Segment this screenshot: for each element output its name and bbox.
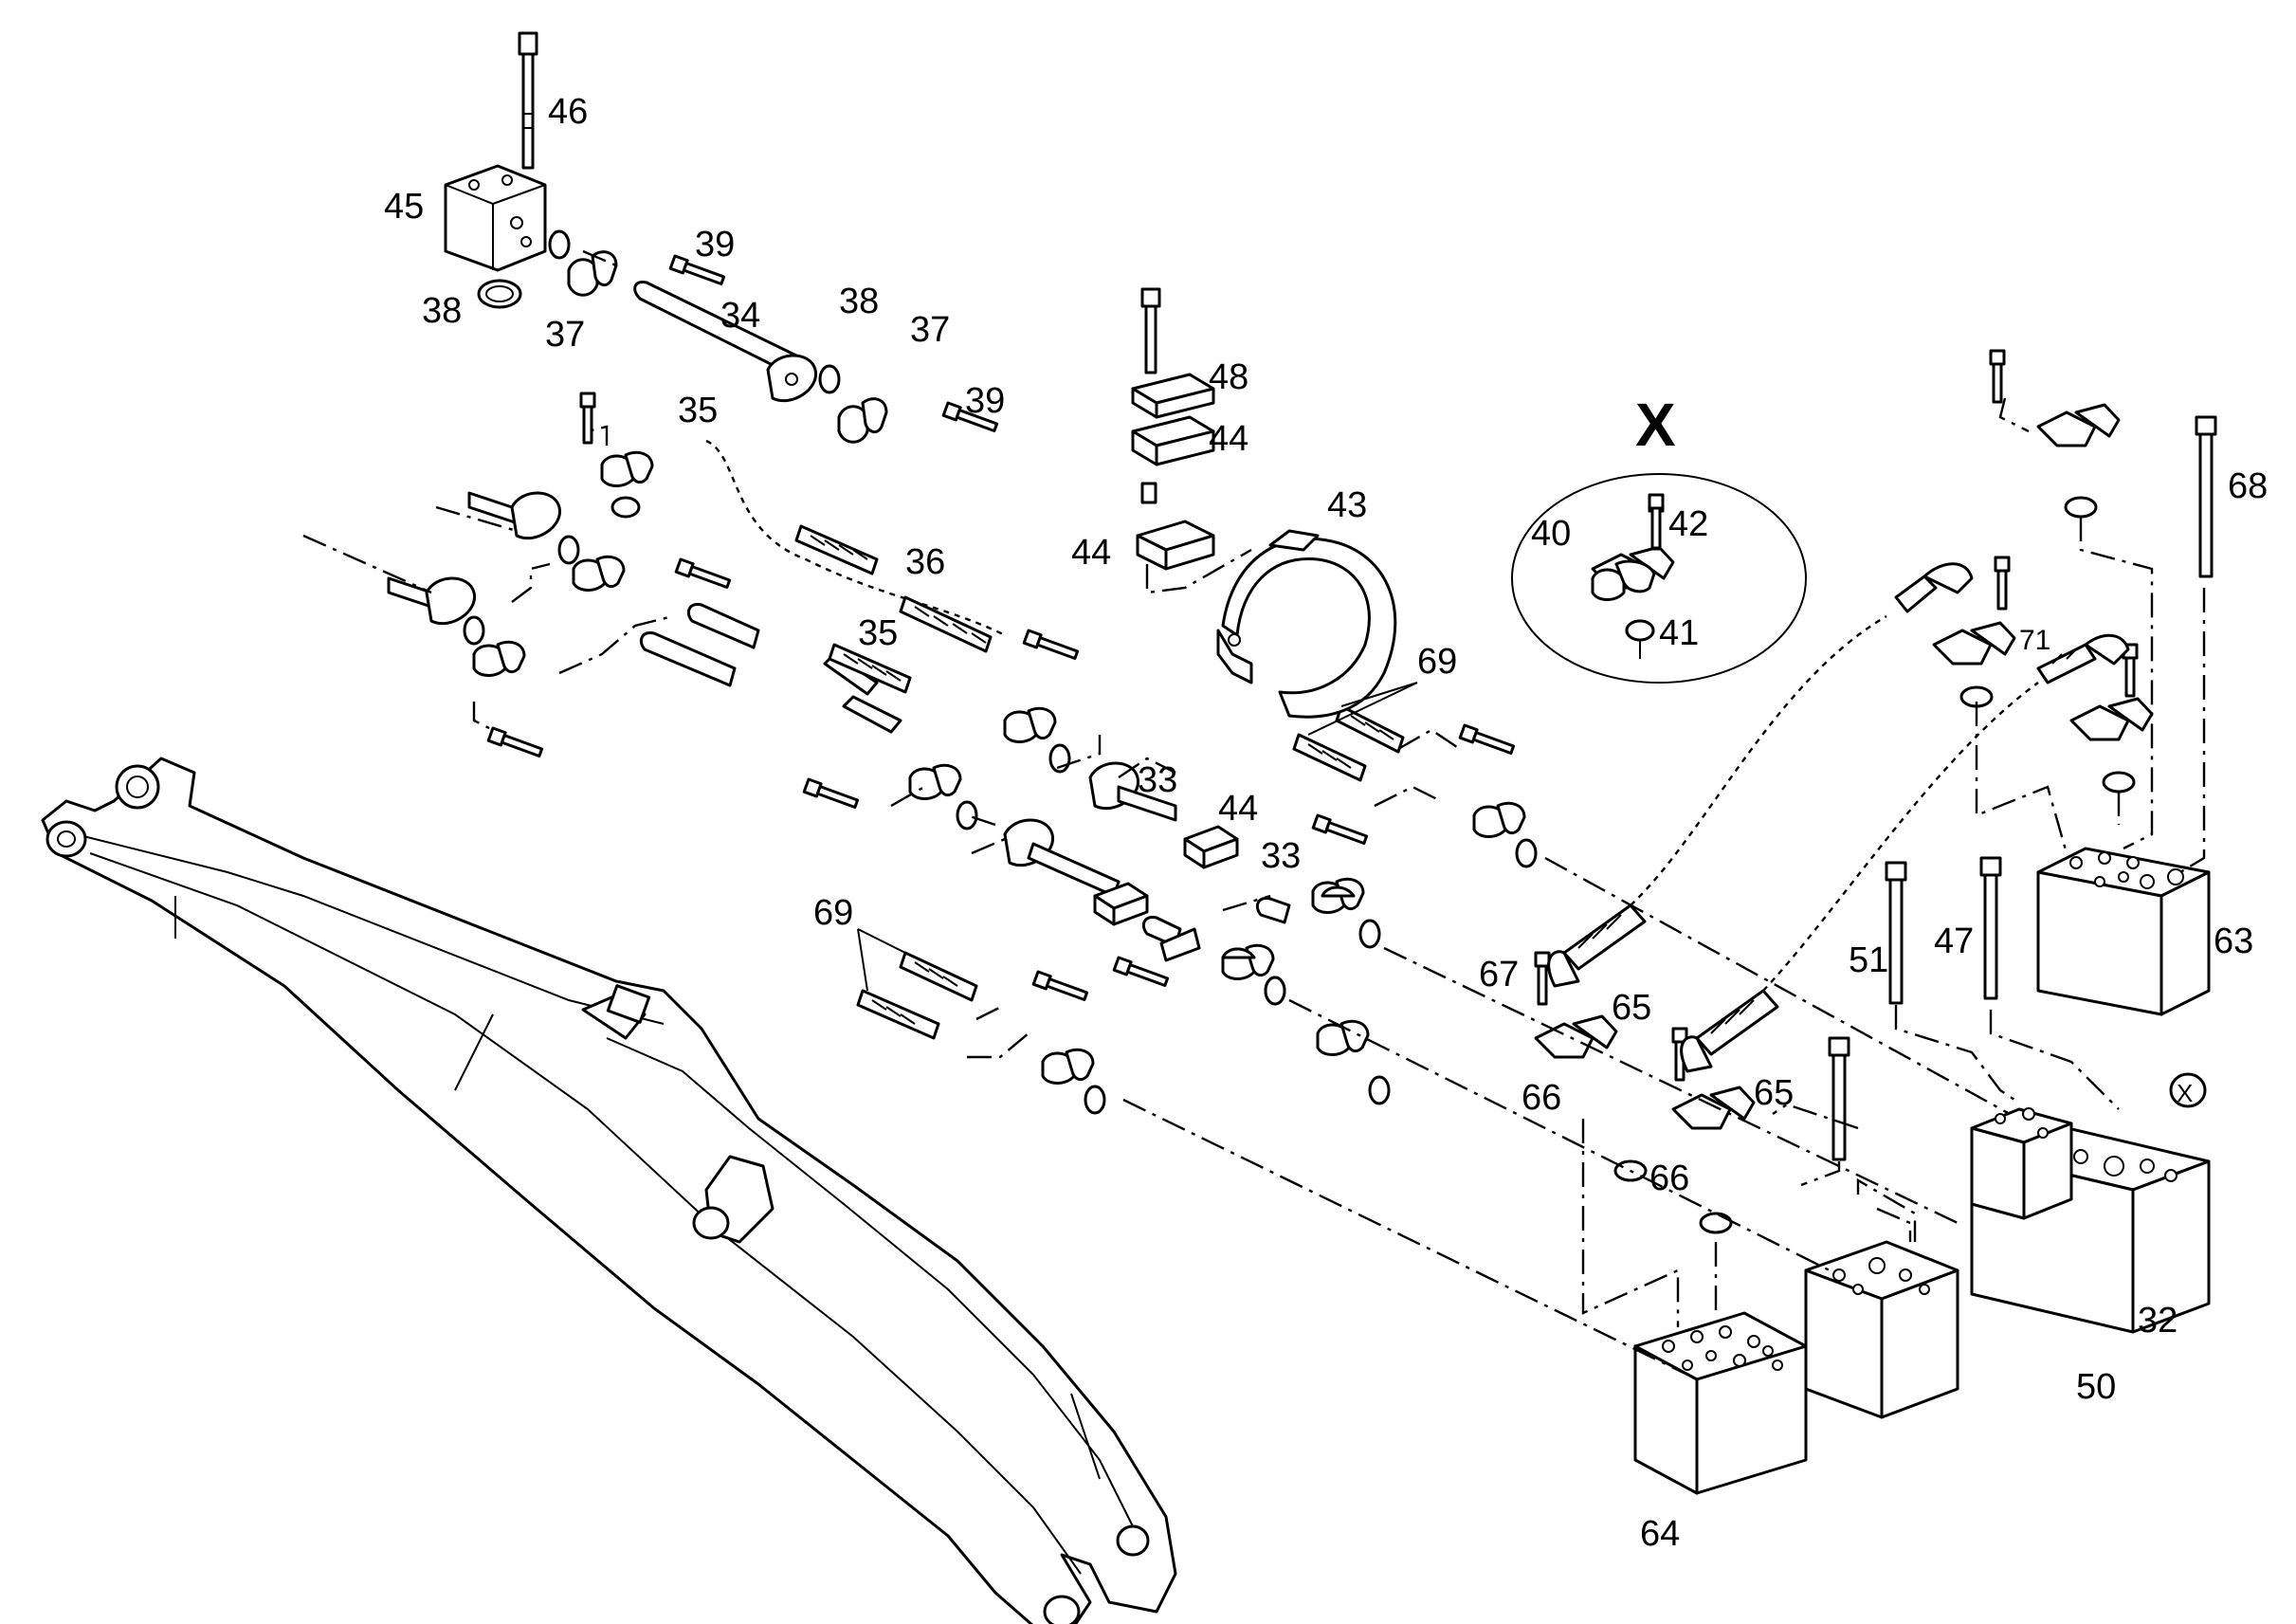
- callout-labels: 46 45 38 37 39 34 38 37 39 35 36 35 48 4…: [384, 92, 2268, 1554]
- callout-66-a: 66: [1522, 1078, 1561, 1118]
- callout-65-a: 65: [1612, 988, 1651, 1028]
- pipes: [387, 280, 1291, 962]
- valve-block-50: [1970, 1107, 2073, 1220]
- clamp-blocks-44-middle: [1093, 825, 1239, 926]
- callout-38-b: 38: [839, 282, 879, 321]
- callout-36: 36: [905, 542, 945, 582]
- flange-clamps: [472, 250, 2154, 1130]
- callout-33-b: 33: [1261, 836, 1301, 876]
- callout-43: 43: [1327, 485, 1367, 525]
- callout-46: 46: [548, 92, 588, 132]
- callout-35-b: 35: [858, 613, 898, 653]
- callout-67: 67: [1479, 955, 1519, 994]
- bolt-46: [518, 31, 538, 170]
- valve-block-64: [1633, 1311, 1808, 1495]
- callout-32: 32: [2138, 1301, 2178, 1341]
- callout-69-b: 69: [813, 893, 853, 933]
- callout-65-b: 65: [1754, 1073, 1794, 1113]
- valve-block-63: [2036, 847, 2211, 1016]
- callout-37-b: 37: [910, 310, 950, 350]
- detail-title: X: [1635, 391, 1676, 459]
- callout-45: 45: [384, 187, 424, 227]
- callout-34: 34: [720, 296, 760, 336]
- clamp-block-48: [1131, 373, 1215, 419]
- detail-marker-label: X: [2177, 1079, 2193, 1107]
- long-bolts: [1828, 415, 2217, 1161]
- hose-route-lines: [705, 439, 2039, 992]
- valve-block-middle: [1804, 1240, 1959, 1419]
- callout-71: 71: [2019, 625, 2050, 656]
- callout-51: 51: [1849, 940, 1888, 980]
- detail-x-view: X: [1511, 391, 1807, 684]
- callout-48: 48: [1209, 357, 1248, 397]
- callout-63: 63: [2214, 921, 2253, 961]
- valve-block-45: [444, 164, 547, 272]
- o-rings: [463, 229, 2136, 1234]
- detail-x-marker: X: [2169, 1072, 2207, 1108]
- clamp-block-44-upper: [1131, 415, 1215, 504]
- clamp-block-44-lower: [1136, 520, 1215, 571]
- callout-69-a: 69: [1417, 642, 1457, 682]
- callout-50: 50: [2076, 1367, 2116, 1407]
- boom-arm: [41, 757, 1177, 1624]
- assembly-leader-lines: [302, 249, 2206, 1377]
- callout-35-a: 35: [678, 391, 718, 430]
- callout-40: 40: [1531, 514, 1571, 554]
- ring-clamp-43: [1216, 529, 1397, 719]
- callout-68: 68: [2228, 466, 2268, 506]
- callout-47: 47: [1934, 921, 1974, 961]
- callout-leader-69: [857, 682, 1418, 992]
- callout-44-a: 44: [1209, 419, 1248, 459]
- callout-33-a: 33: [1138, 760, 1177, 800]
- callout-39-b: 39: [965, 381, 1005, 421]
- callout-42: 42: [1668, 504, 1708, 544]
- callout-39-a: 39: [695, 225, 735, 265]
- callout-41: 41: [1659, 613, 1699, 653]
- callout-44-b: 44: [1071, 533, 1111, 573]
- callout-66-b: 66: [1649, 1159, 1689, 1198]
- hoses: [794, 524, 2130, 1073]
- callout-37-a: 37: [545, 315, 585, 355]
- callout-38-a: 38: [422, 291, 462, 331]
- callout-64: 64: [1640, 1514, 1680, 1554]
- callout-44-c: 44: [1218, 789, 1258, 829]
